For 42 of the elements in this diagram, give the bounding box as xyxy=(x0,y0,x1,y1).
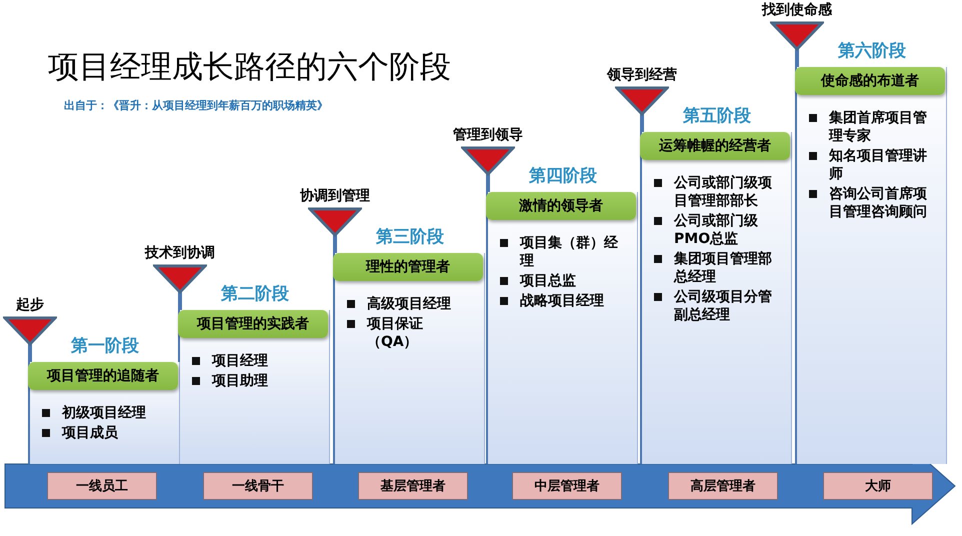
stage-heading: 第一阶段 xyxy=(70,335,140,358)
stage-heading: 第二阶段 xyxy=(220,283,290,306)
role-box: 项目管理的实践者 xyxy=(178,310,328,338)
bullet-item: 集团首席项目管理专家 xyxy=(829,109,927,145)
bullet-item: 集团项目管理部总经理 xyxy=(674,250,772,286)
level-box: 中层管理者 xyxy=(512,472,622,500)
milestone-label: 找到使命感 xyxy=(762,2,832,19)
bullet-item: 项目成员 xyxy=(62,424,119,442)
stage-heading: 第四阶段 xyxy=(528,165,598,188)
stage-heading: 第六阶段 xyxy=(837,40,907,63)
bullet-item: 初级项目经理 xyxy=(62,404,147,422)
milestone-label: 技术到协调 xyxy=(145,245,215,262)
role-box: 项目管理的追随者 xyxy=(28,362,178,390)
bullet-item: 项目保证（QA） xyxy=(367,315,424,351)
bullet-item: 项目集（群）经理 xyxy=(520,234,618,270)
role-box: 理性的管理者 xyxy=(333,253,483,281)
level-box: 一线员工 xyxy=(47,472,157,500)
bullet-item: 战略项目经理 xyxy=(520,292,605,310)
milestone-label: 起步 xyxy=(16,297,44,314)
level-box: 大师 xyxy=(823,472,933,500)
milestone-label: 协调到管理 xyxy=(300,188,370,205)
milestone-label: 领导到经营 xyxy=(607,67,677,84)
bullet-item: 公司或部门级项目管理部部长 xyxy=(674,174,772,210)
bullet-item: 公司或部门级PMO总监 xyxy=(674,212,759,248)
role-box: 使命感的布道者 xyxy=(795,67,945,95)
role-box: 运筹帷幄的经营者 xyxy=(640,132,790,160)
bullet-item: 高级项目经理 xyxy=(367,295,452,313)
milestone-label: 管理到领导 xyxy=(453,127,523,144)
bullet-item: 项目总监 xyxy=(520,272,577,290)
bullet-item: 咨询公司首席项目管理咨询顾问 xyxy=(829,185,927,221)
level-box: 基层管理者 xyxy=(358,472,468,500)
bullet-item: 项目助理 xyxy=(212,372,269,390)
source-note: 出自于：《晋升：从项目经理到年薪百万的职场精英》 xyxy=(64,98,328,113)
level-box: 高层管理者 xyxy=(668,472,778,500)
stage-heading: 第三阶段 xyxy=(375,226,445,249)
bullet-item: 知名项目管理讲师 xyxy=(829,147,927,183)
title: 项目经理成长路径的六个阶段 xyxy=(48,48,451,87)
stage-heading: 第五阶段 xyxy=(682,105,752,128)
role-box: 激情的领导者 xyxy=(486,192,636,220)
level-box: 一线骨干 xyxy=(203,472,313,500)
bullet-item: 公司级项目分管副总经理 xyxy=(674,288,772,324)
bullet-item: 项目经理 xyxy=(212,352,269,370)
